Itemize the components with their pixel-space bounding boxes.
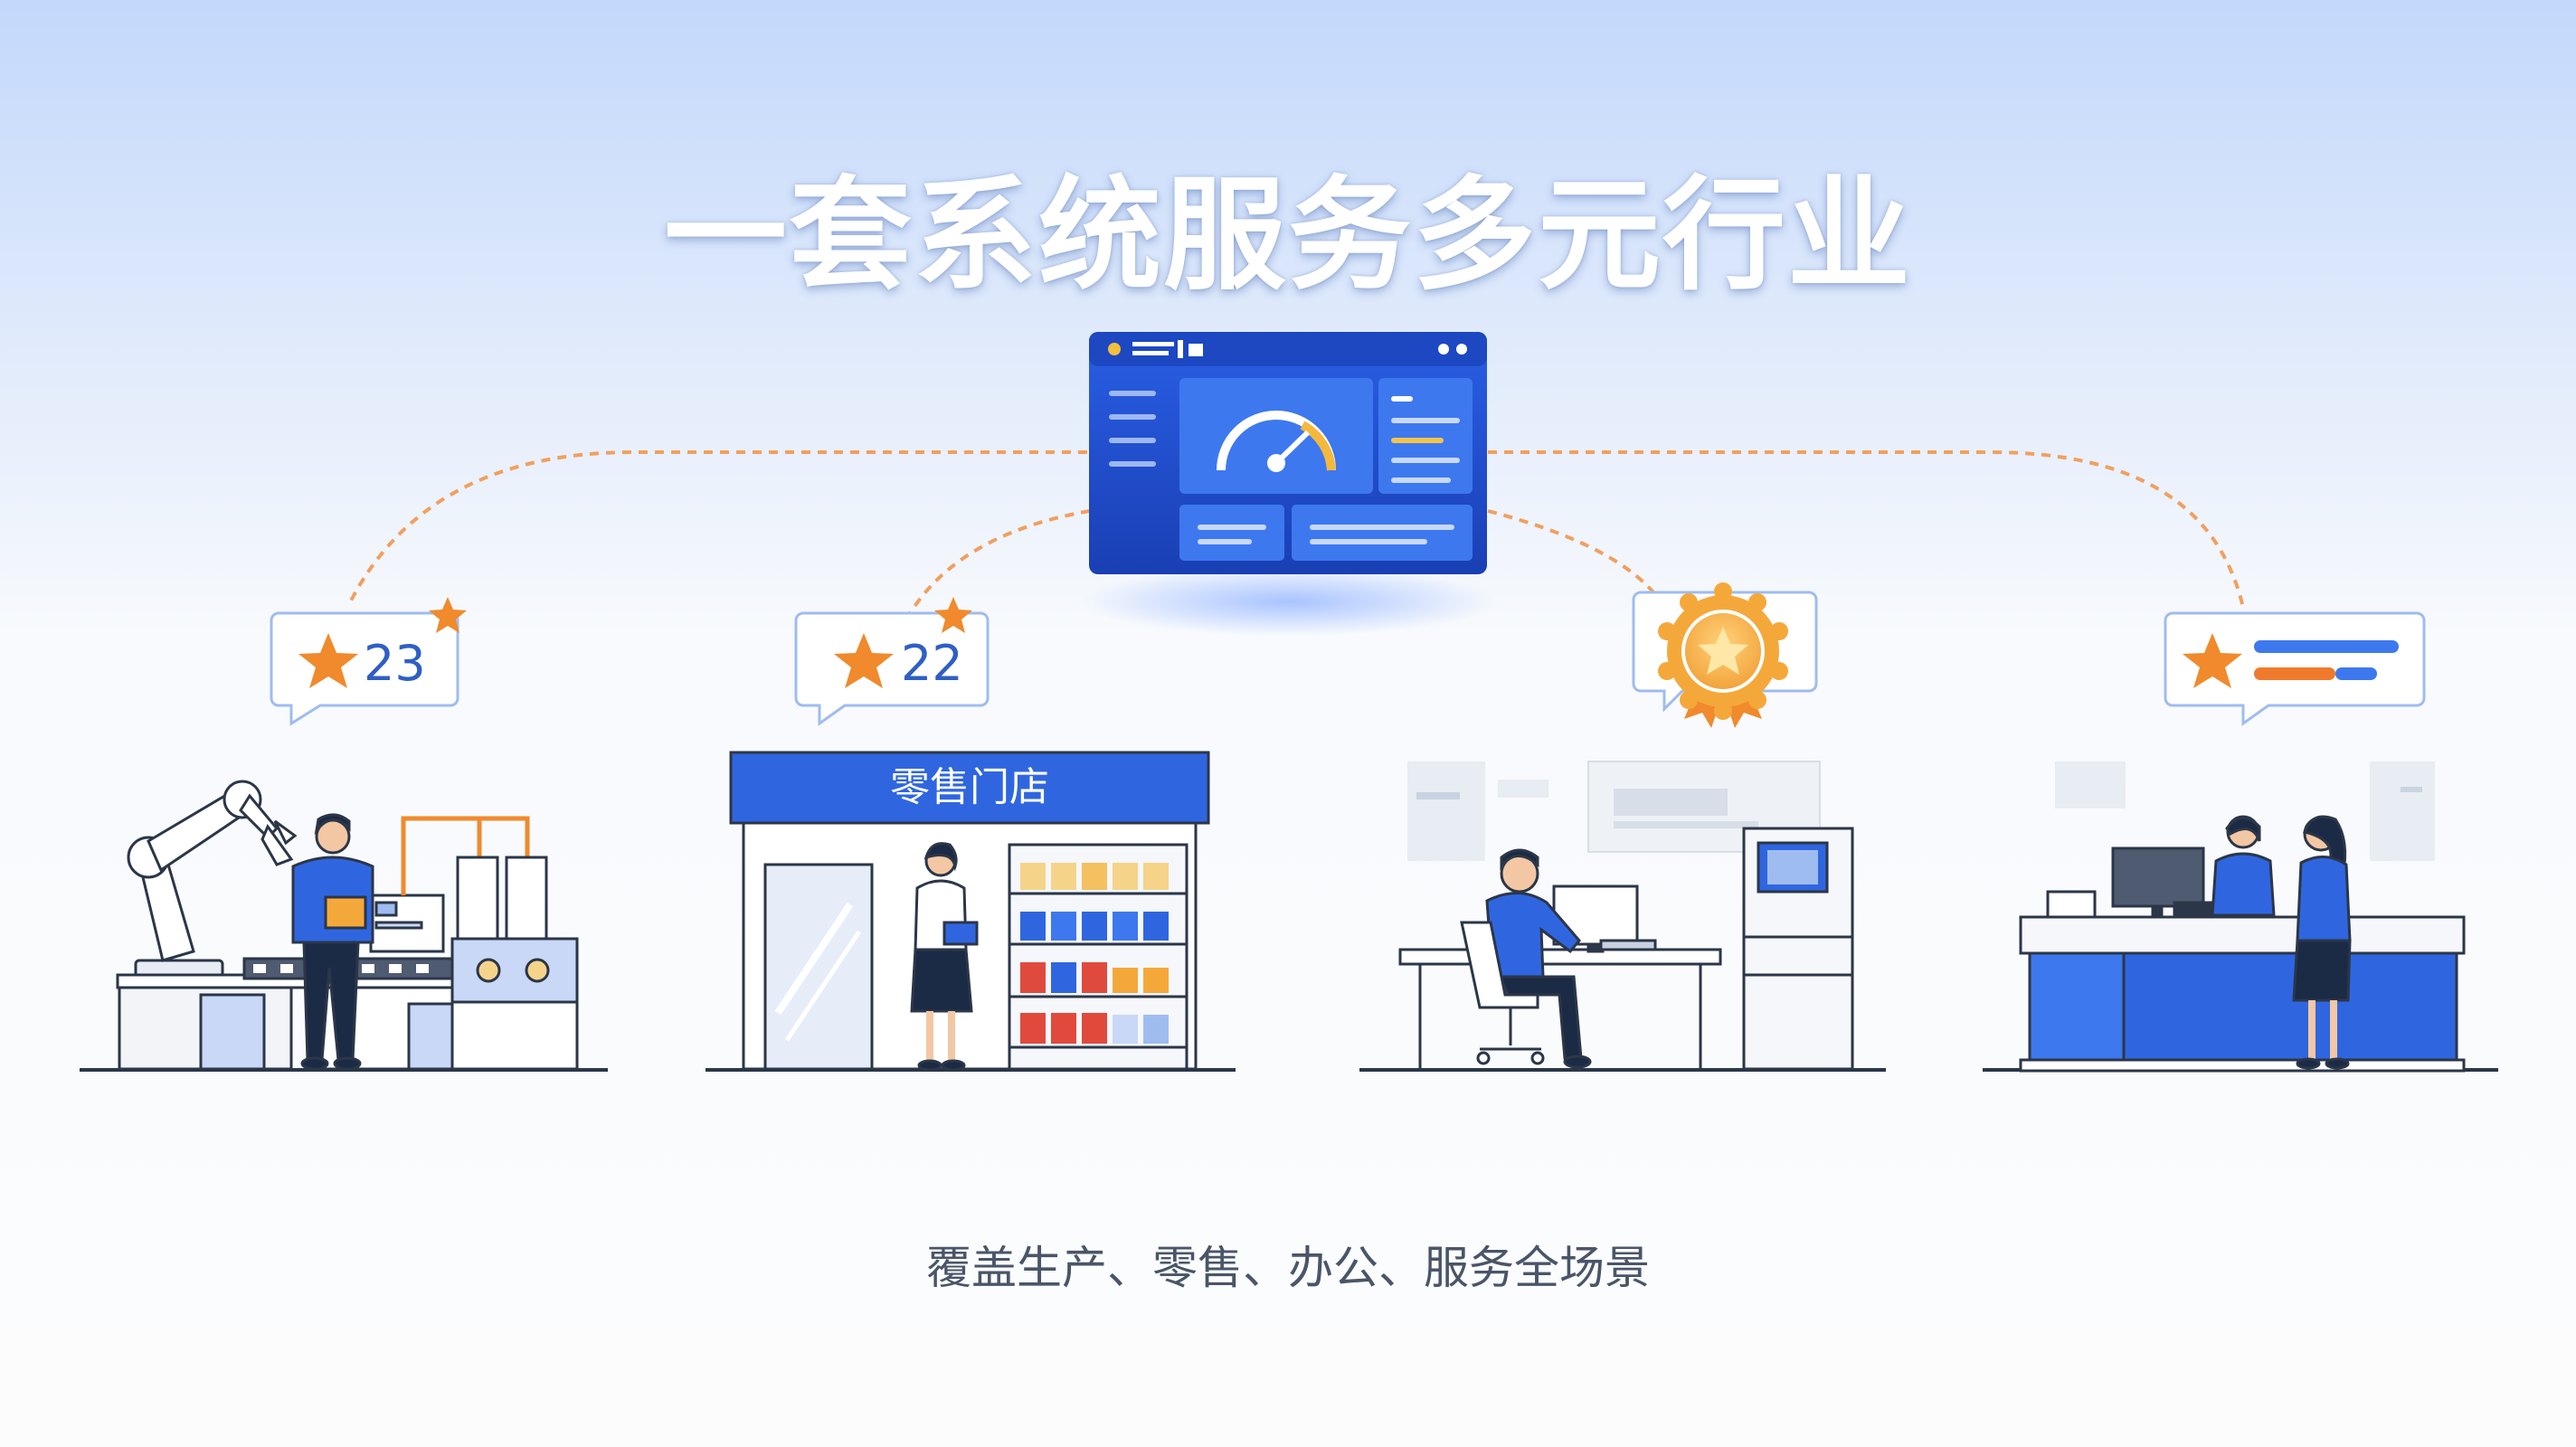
connector-office [1487,509,1655,594]
retail-badge-value: 22 [901,635,963,692]
star-icon [934,597,972,633]
service-scene [2019,761,2466,1073]
counter-monitor [2111,846,2205,908]
office-scene [1398,761,1854,1071]
production-scene [116,780,579,1071]
robot-arm-icon [127,780,298,982]
star-icon [429,597,467,633]
store-sign-text: 零售门店 [890,764,1049,810]
award-medal-icon [1658,582,1788,728]
window-title-icon [1132,340,1203,358]
production-badge-value: 23 [364,635,426,692]
main-title: 一套系统服务多元行业 [664,165,1912,307]
speedometer-gauge-icon [1217,411,1336,472]
star-icon [2183,633,2242,688]
retail-staff-figure [910,842,979,1072]
bottom-panel-left [1179,505,1284,561]
bottom-panel-right [1292,505,1473,561]
metrics-panel [1378,378,1473,494]
service-badge [2164,611,2426,726]
production-badge: 23 [270,597,467,726]
star-icon [834,633,894,688]
connector-production [346,450,1087,607]
gauge-panel [1179,378,1373,494]
progress-bar-orange [2254,667,2335,680]
retail-scene: 零售门店 [729,751,1210,1072]
connector-retail [907,509,1091,617]
connector-service [1488,450,2245,609]
service-staff-figure [2211,815,2276,917]
subtitle: 覆盖生产、零售、办公、服务全场景 [926,1242,1650,1294]
office-badge [1632,582,1818,728]
customer-figure [2292,815,2352,1070]
dashboard-sidebar-menu [1109,391,1156,467]
atm-kiosk [1742,827,1854,1071]
office-chair [1460,921,1545,1065]
glass-door [763,863,874,1071]
window-dot-icon [1108,343,1121,355]
star-icon [298,633,358,688]
connector-lines [346,450,2245,617]
store-sign [729,751,1210,825]
dashboard-window [1081,332,1497,636]
progress-bar-blue [2254,640,2399,653]
office-worker-figure [1485,848,1592,1069]
service-counter [2019,915,2466,1073]
factory-worker-figure [291,813,374,1071]
retail-badge: 22 [794,597,990,726]
